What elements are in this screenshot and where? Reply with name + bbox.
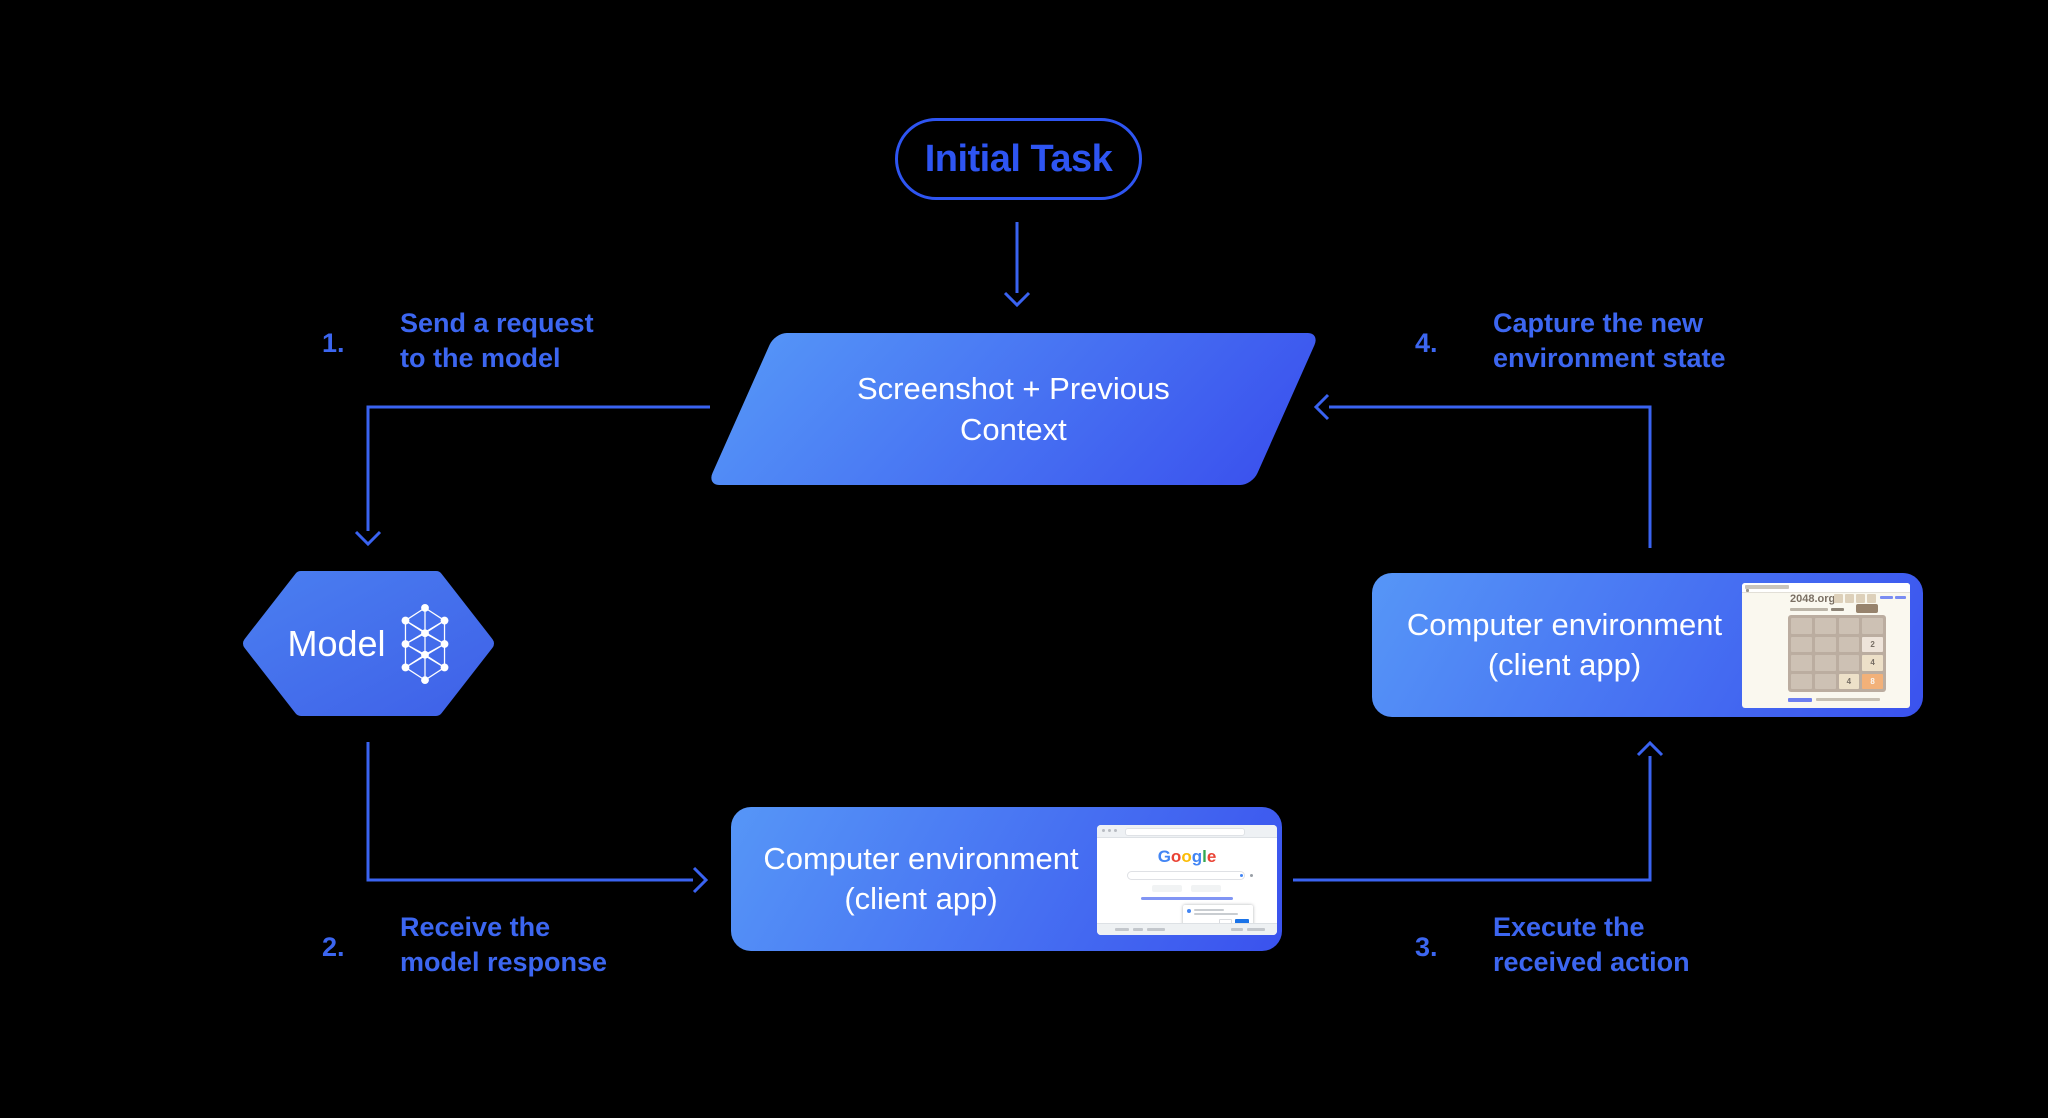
feeling-lucky-button — [1191, 885, 1221, 892]
address-bar — [1125, 828, 1245, 836]
language-links — [1141, 897, 1233, 900]
instructions-bold — [1831, 608, 1844, 611]
tile-4: 4 — [1862, 655, 1883, 671]
dialog-primary-button — [1235, 919, 1249, 924]
google-search-button — [1152, 885, 1182, 892]
score-box — [1856, 594, 1865, 603]
env-right-node: Computer environment (client app) 2048.o… — [1372, 573, 1923, 717]
mic-icon — [1250, 874, 1253, 877]
env-right-label: Computer environment (client app) — [1406, 607, 1723, 682]
score-box — [1834, 594, 1843, 603]
hexagon-shape — [243, 571, 494, 716]
new-game-button — [1856, 604, 1878, 613]
google-logo: Google — [1157, 847, 1217, 866]
step-4-label: Capture the new environment state — [1493, 308, 1726, 373]
step-1-label: Send a request to the model — [400, 308, 594, 373]
game-2048-thumbnail: 2048.org 2 4 4 8 — [1742, 583, 1910, 708]
env-bottom-label: Computer environment (client app) — [763, 841, 1079, 916]
search-icon — [1240, 874, 1243, 877]
step-3-label: Execute the received action — [1493, 912, 1690, 977]
step-4-number: 4. — [1415, 328, 1438, 358]
browser-chrome-bar — [1097, 825, 1277, 838]
tile-2: 2 — [1862, 636, 1883, 652]
game-grid: 2 4 4 8 — [1788, 615, 1886, 692]
step-2-label: Receive the model response — [400, 912, 608, 977]
site-title: 2048.org — [1790, 593, 1836, 605]
step-3-number: 3. — [1415, 932, 1438, 962]
score-box — [1845, 594, 1854, 603]
screenshot-context-node: Screenshot + Previous Context — [707, 333, 1320, 485]
step-1-number: 1. — [322, 328, 345, 358]
initial-task-label: Initial Task — [924, 137, 1113, 180]
bottom-text — [1816, 698, 1880, 701]
env-bottom-node: Computer environment (client app) Google — [731, 807, 1282, 951]
search-box — [1127, 871, 1245, 880]
score-box — [1867, 594, 1876, 603]
tile-8: 8 — [1862, 673, 1883, 689]
screenshot-context-label: Screenshot + Previous Context — [857, 371, 1170, 447]
instructions-text — [1790, 608, 1828, 611]
top-link — [1880, 596, 1893, 599]
step-2-number: 2. — [322, 932, 345, 962]
tile-4: 4 — [1838, 673, 1860, 689]
model-label: Model — [287, 622, 386, 664]
browser-chrome-bar — [1742, 583, 1910, 593]
model-node: Model — [240, 570, 497, 717]
top-link — [1895, 596, 1906, 599]
initial-task-node: Initial Task — [895, 118, 1142, 200]
how-to-play-link — [1788, 698, 1812, 702]
google-browser-thumbnail: Google — [1097, 825, 1277, 935]
footer-bar — [1097, 923, 1277, 935]
neural-network-icon — [401, 603, 448, 684]
